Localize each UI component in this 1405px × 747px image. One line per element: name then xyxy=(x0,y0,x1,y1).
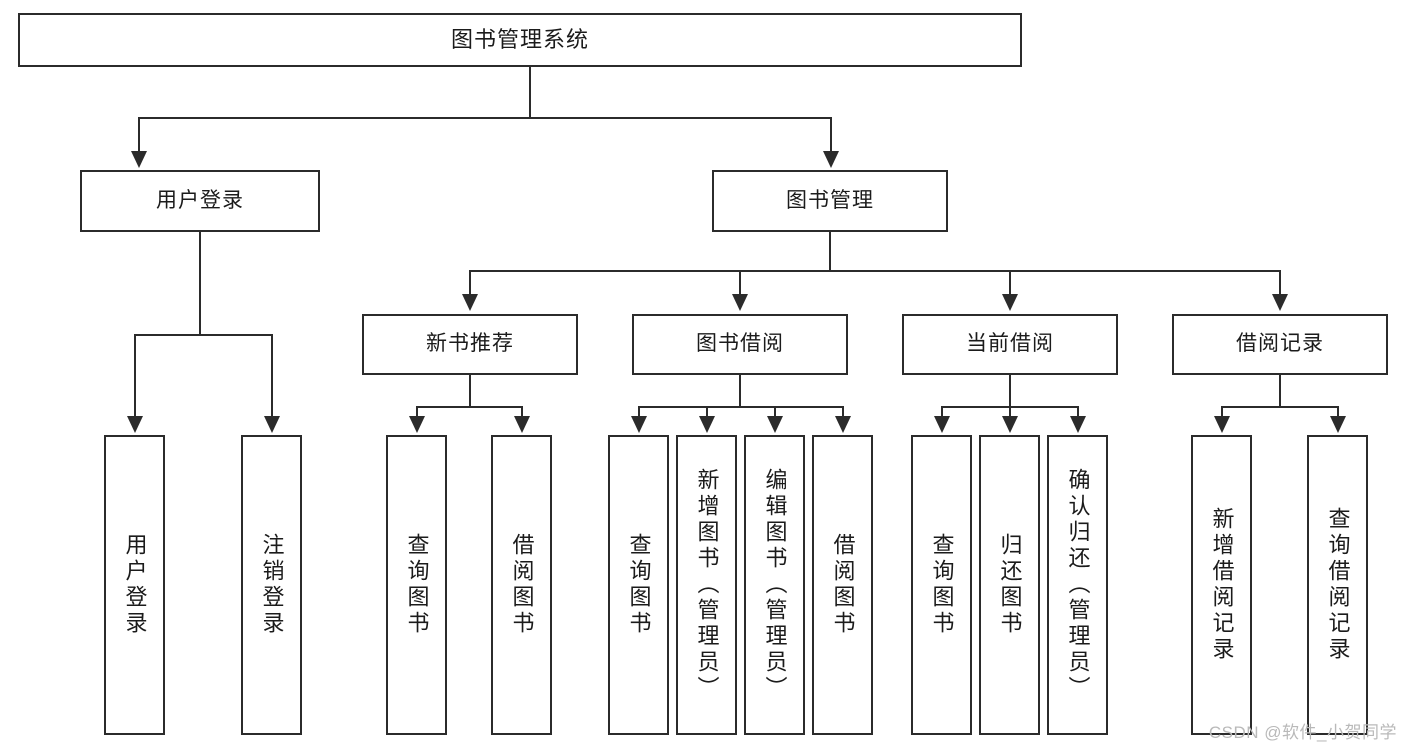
arrowhead-nbr-leaf-2 xyxy=(514,416,530,433)
node-label: 查询借阅记录 xyxy=(1325,507,1351,663)
connector-root-to-book-management xyxy=(830,117,832,153)
node-user-login[interactable]: 用户登录 xyxy=(80,170,320,232)
leaf-nbr-borrow-book[interactable]: 借阅图书 xyxy=(491,435,552,735)
node-label: 查询图书 xyxy=(929,533,955,637)
node-label: 图书借阅 xyxy=(696,332,784,356)
arrowhead-cb-leaf-2 xyxy=(1002,416,1018,433)
node-label: 借阅记录 xyxy=(1236,332,1324,356)
connector-cb-leaf-2 xyxy=(1009,406,1011,418)
leaf-cb-return-book[interactable]: 归还图书 xyxy=(979,435,1040,735)
node-book-management[interactable]: 图书管理 xyxy=(712,170,948,232)
leaf-user-login-logout[interactable]: 注销登录 xyxy=(241,435,302,735)
node-book-borrow[interactable]: 图书借阅 xyxy=(632,314,848,375)
arrowhead-user-login-leaf-2 xyxy=(264,416,280,433)
arrowhead-bb-leaf-4 xyxy=(835,416,851,433)
node-label: 用户登录 xyxy=(122,533,148,637)
node-label: 图书管理 xyxy=(786,188,874,212)
connector-root-to-user-login xyxy=(138,117,140,153)
connector-cb-trunk xyxy=(1009,375,1011,407)
arrowhead-bb-leaf-1 xyxy=(631,416,647,433)
arrowhead-cb-leaf-3 xyxy=(1070,416,1086,433)
connector-br-trunk xyxy=(1279,375,1281,407)
leaf-bb-borrow-book[interactable]: 借阅图书 xyxy=(812,435,873,735)
connector-nbr-leaf-1 xyxy=(416,406,418,418)
connector-bm-to-new-book xyxy=(469,270,471,296)
node-label: 新书推荐 xyxy=(426,332,514,356)
arrowhead-to-current-borrow xyxy=(1002,294,1018,311)
leaf-bb-edit-book-admin[interactable]: 编辑图书（管理员） xyxy=(744,435,805,735)
arrowhead-to-user-login xyxy=(131,151,147,168)
arrowhead-bb-leaf-2 xyxy=(699,416,715,433)
arrowhead-cb-leaf-1 xyxy=(934,416,950,433)
node-borrow-record[interactable]: 借阅记录 xyxy=(1172,314,1388,375)
arrowhead-br-leaf-1 xyxy=(1214,416,1230,433)
connector-br-leaf-1 xyxy=(1221,406,1223,418)
connector-book-management-bar xyxy=(469,270,1281,272)
connector-cb-leaf-3 xyxy=(1077,406,1079,418)
connector-user-login-bar xyxy=(134,334,273,336)
leaf-br-query-borrow-record[interactable]: 查询借阅记录 xyxy=(1307,435,1368,735)
connector-bb-leaf-3 xyxy=(774,406,776,418)
arrowhead-to-new-book-recommend xyxy=(462,294,478,311)
node-label: 查询图书 xyxy=(626,533,652,637)
node-label: 编辑图书（管理员） xyxy=(762,468,788,702)
node-label: 新增借阅记录 xyxy=(1209,507,1235,663)
leaf-cb-confirm-return-admin[interactable]: 确认归还（管理员） xyxy=(1047,435,1108,735)
node-label: 借阅图书 xyxy=(509,533,535,637)
node-label: 归还图书 xyxy=(997,533,1023,637)
connector-nbr-leaf-2 xyxy=(521,406,523,418)
connector-br-bar xyxy=(1221,406,1338,408)
arrowhead-bb-leaf-3 xyxy=(767,416,783,433)
node-label: 确认归还（管理员） xyxy=(1065,468,1091,702)
arrowhead-to-book-management xyxy=(823,151,839,168)
arrowhead-br-leaf-2 xyxy=(1330,416,1346,433)
connector-user-login-leaf-2 xyxy=(271,334,273,418)
connector-bm-to-book-borrow xyxy=(739,270,741,296)
node-new-book-recommend[interactable]: 新书推荐 xyxy=(362,314,578,375)
node-label: 借阅图书 xyxy=(830,533,856,637)
connector-book-management-trunk xyxy=(829,232,831,272)
node-label: 图书管理系统 xyxy=(450,27,589,53)
connector-cb-leaf-1 xyxy=(941,406,943,418)
connector-root-trunk xyxy=(529,67,531,117)
leaf-br-add-borrow-record[interactable]: 新增借阅记录 xyxy=(1191,435,1252,735)
node-label: 查询图书 xyxy=(404,533,430,637)
connector-user-login-leaf-1 xyxy=(134,334,136,418)
arrowhead-to-book-borrow xyxy=(732,294,748,311)
node-label: 当前借阅 xyxy=(966,332,1054,356)
node-label: 新增图书（管理员） xyxy=(694,468,720,702)
leaf-bb-query-book[interactable]: 查询图书 xyxy=(608,435,669,735)
connector-user-login-trunk xyxy=(199,232,201,335)
connector-bb-leaf-2 xyxy=(706,406,708,418)
node-label: 用户登录 xyxy=(156,188,244,212)
arrowhead-nbr-leaf-1 xyxy=(409,416,425,433)
connector-bb-trunk xyxy=(739,375,741,407)
leaf-user-login-login[interactable]: 用户登录 xyxy=(104,435,165,735)
leaf-bb-add-book-admin[interactable]: 新增图书（管理员） xyxy=(676,435,737,735)
connector-bm-to-current-borrow xyxy=(1009,270,1011,296)
connector-bb-bar xyxy=(638,406,843,408)
node-current-borrow[interactable]: 当前借阅 xyxy=(902,314,1118,375)
connector-nbr-trunk xyxy=(469,375,471,407)
arrowhead-user-login-leaf-1 xyxy=(127,416,143,433)
connector-root-bar xyxy=(138,117,832,119)
arrowhead-to-borrow-record xyxy=(1272,294,1288,311)
connector-bb-leaf-1 xyxy=(638,406,640,418)
connector-nbr-bar xyxy=(416,406,522,408)
leaf-nbr-query-book[interactable]: 查询图书 xyxy=(386,435,447,735)
node-label: 注销登录 xyxy=(259,533,285,637)
leaf-cb-query-book[interactable]: 查询图书 xyxy=(911,435,972,735)
connector-bm-to-borrow-record xyxy=(1279,270,1281,296)
connector-bb-leaf-4 xyxy=(842,406,844,418)
connector-br-leaf-2 xyxy=(1337,406,1339,418)
node-root-library-management-system[interactable]: 图书管理系统 xyxy=(18,13,1022,67)
